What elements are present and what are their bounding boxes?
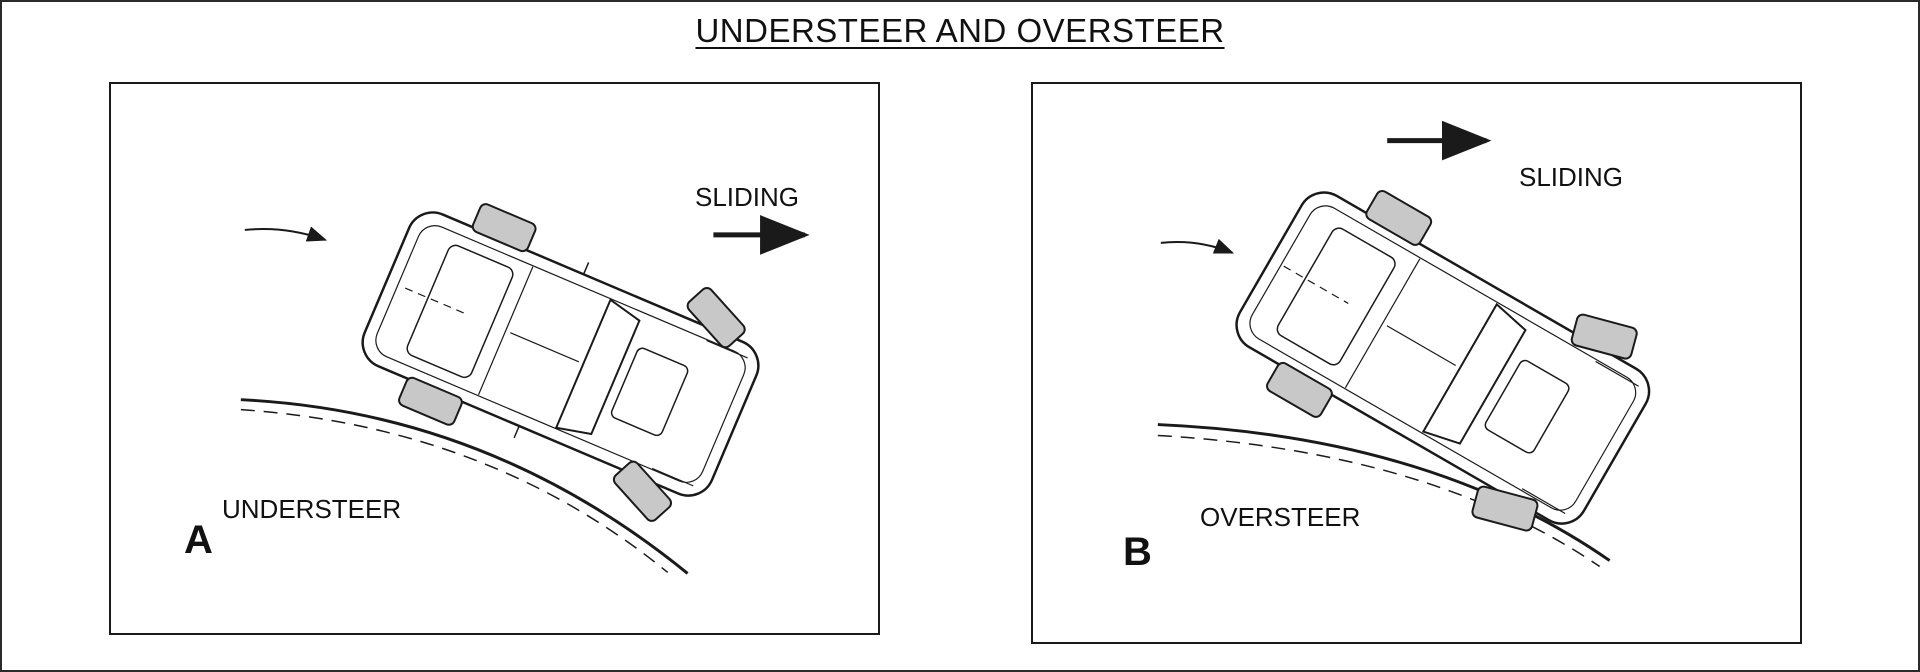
tire-front-right	[612, 460, 673, 522]
understeer-caption: UNDERSTEER	[222, 494, 402, 524]
road-edge	[240, 398, 689, 575]
road-edge	[1157, 423, 1611, 562]
path-arrow	[1160, 238, 1235, 254]
tire-front-right	[1471, 485, 1539, 532]
figure-title: UNDERSTEER AND OVERSTEER	[695, 12, 1225, 49]
panel-letter-b: B	[1123, 530, 1152, 574]
tire-rear-left	[1365, 189, 1433, 246]
oversteer-illustration	[1157, 120, 1651, 568]
car-understeer	[361, 203, 760, 522]
oversteer-caption: OVERSTEER	[1200, 502, 1361, 532]
sliding-label: SLIDING	[695, 182, 800, 212]
tire-front-left	[1570, 313, 1638, 360]
tire-front-left	[686, 287, 746, 349]
tire-rear-right	[398, 376, 463, 426]
tire-rear-right	[1266, 361, 1333, 418]
sliding-label: SLIDING	[1519, 162, 1624, 192]
panel-letter-a: A	[184, 518, 213, 562]
panel-understeer: SLIDING UNDERSTEER A	[109, 82, 880, 635]
understeer-illustration	[240, 203, 810, 575]
panel-oversteer: SLIDING OVERSTEER B	[1031, 82, 1802, 644]
road-edge-dashes	[1157, 434, 1601, 568]
path-arrow	[244, 226, 328, 242]
car-oversteer	[1235, 189, 1651, 532]
road-edge-dashes	[240, 408, 669, 574]
tire-rear-left	[471, 203, 537, 253]
